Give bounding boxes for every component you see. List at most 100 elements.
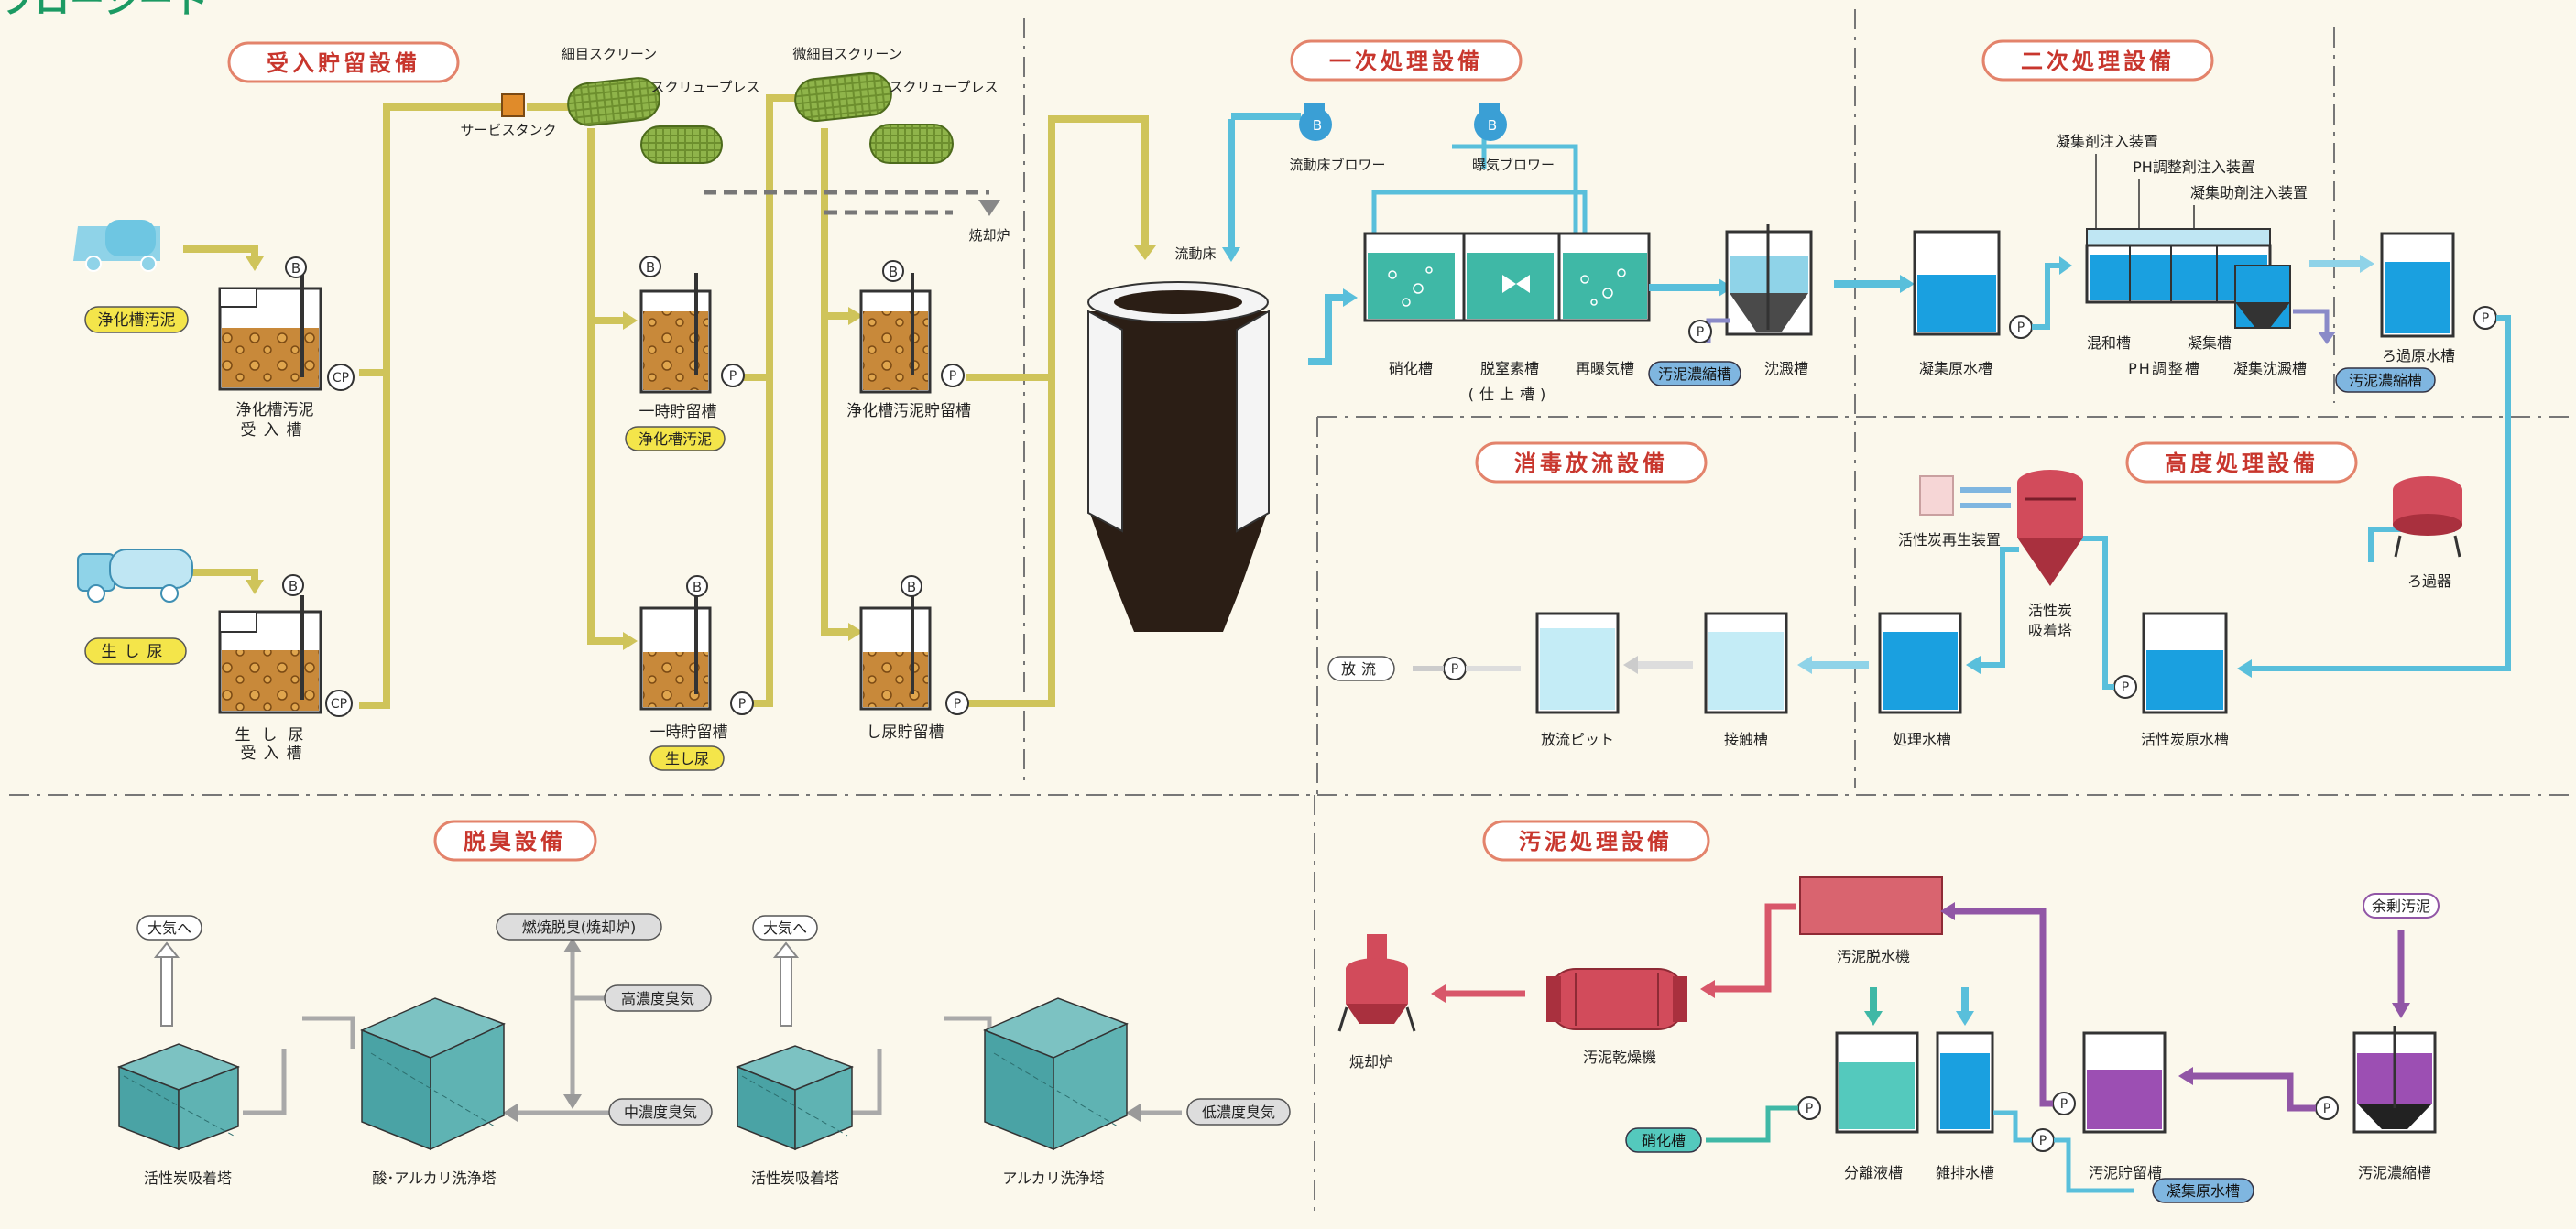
discharge-pit: [1537, 614, 1618, 712]
to-coag-raw-arrow: [1900, 275, 1915, 293]
contact-label: 接触槽: [1724, 731, 1768, 748]
to-treated-arrow: [1966, 656, 1981, 674]
to-carbon-tower-pipe: [2081, 538, 2114, 687]
blower-pipes: [1374, 119, 1585, 243]
svg-text:凝集原水槽: 凝集原水槽: [2167, 1182, 2240, 1200]
temp-tank-2-label: 一時貯留槽: [650, 723, 728, 742]
thickener-label: 汚泥濃縮槽: [2358, 1164, 2431, 1181]
svg-text:浄化槽汚泥: 浄化槽汚泥: [98, 311, 176, 330]
filter-raw-label: ろ過原水槽: [2382, 347, 2455, 364]
carbon-raw-label: 活性炭原水槽: [2141, 731, 2229, 748]
sludge-pipes: [359, 98, 1145, 705]
alkali-label: アルカリ洗浄塔: [1002, 1169, 1104, 1187]
svg-text:汚泥処理設備: 汚泥処理設備: [1519, 829, 1673, 854]
svg-text:P: P: [1451, 662, 1458, 677]
dewater-label: 汚泥脱水機: [1837, 948, 1910, 965]
coag-raw-tag: 凝集原水槽: [2153, 1179, 2254, 1202]
high-odor-tag: 高濃度臭気: [605, 985, 711, 1011]
finishing-label: (仕上槽): [1468, 386, 1552, 403]
carbon-tower-2-label: 活性炭吸着塔: [751, 1169, 839, 1187]
misc-drain-out: [1993, 1113, 2032, 1140]
svg-text:P: P: [738, 697, 746, 712]
truck-arrow-2: [192, 572, 255, 582]
septic-storage-label: 浄化槽汚泥貯留槽: [846, 402, 971, 420]
discharge-tag: 放流: [1328, 657, 1394, 680]
dewater-to-dryer-arrow: [1700, 980, 1715, 998]
to-air-tag-1: 大気へ: [137, 916, 202, 940]
svg-text:P: P: [1697, 325, 1704, 340]
temp-tank-1-tag: 浄化槽汚泥: [626, 427, 725, 451]
aeration-blower-label: 曝気ブロワー: [1472, 157, 1555, 173]
filter-label: ろ過器: [2407, 572, 2451, 590]
temp-tank-1: [641, 273, 710, 392]
secondary-sludge-thick-tag: 汚泥濃縮槽: [2336, 368, 2435, 392]
to-contact-arrow: [1797, 656, 1812, 674]
low-odor-tag: 低濃度臭気: [1187, 1099, 1290, 1125]
svg-text:B: B: [907, 579, 916, 595]
svg-text:B: B: [693, 579, 702, 595]
svg-text:P: P: [729, 369, 737, 384]
coarse-screen-label: 細目スクリーン: [562, 46, 657, 62]
svg-text:CP: CP: [331, 697, 347, 712]
svg-text:高濃度臭気: 高濃度臭気: [621, 990, 694, 1007]
carbon-raw-tank: [2144, 614, 2226, 712]
misc-drain-label: 雑排水槽: [1936, 1164, 1994, 1181]
night-receive-tank: [220, 595, 321, 712]
thickener-to-storage-pipe: [2189, 1076, 2316, 1108]
contact-tank: [1706, 614, 1786, 712]
treated-tank: [1880, 614, 1960, 712]
thickener-tank: [2354, 1026, 2435, 1132]
alkali-tower: [985, 998, 1127, 1149]
treated-label: 処理水槽: [1893, 731, 1951, 748]
svg-text:P: P: [2060, 1097, 2068, 1112]
fluid-blower-label: 流動床ブロワー: [1289, 157, 1385, 173]
fluid-bed-arrow: [1222, 247, 1240, 262]
truck-arrow-1: [183, 249, 255, 258]
carbon-tower-1-label: 活性炭吸着塔: [144, 1169, 232, 1187]
separated-to-nitrification: [1706, 1108, 1798, 1140]
to-carbon-raw-arrow: [2237, 659, 2252, 678]
carbon-tower: [2017, 470, 2083, 586]
septic-receive-label-1: 浄化槽汚泥: [236, 401, 314, 419]
svg-text:汚泥濃縮槽: 汚泥濃縮槽: [1658, 365, 1731, 383]
dryer-label: 汚泥乾燥機: [1583, 1049, 1656, 1066]
to-nitrification-arrow: [1343, 288, 1358, 307]
svg-text:B: B: [1313, 117, 1322, 134]
filter-raw-tank: [2382, 234, 2453, 336]
svg-text:CP: CP: [333, 371, 349, 386]
night-storage-tank: [861, 592, 930, 709]
night-storage-label: し尿貯留槽: [867, 723, 944, 742]
svg-text:生し尿: 生し尿: [665, 750, 709, 767]
svg-text:受入貯留設備: 受入貯留設備: [267, 50, 420, 76]
carbon-tower-label-2: 吸着塔: [2028, 622, 2072, 639]
svg-text:硝化槽: 硝化槽: [1642, 1132, 1686, 1149]
aeration-tanks: [1365, 234, 1649, 321]
to-discharge-pit-arrow: [1623, 656, 1638, 674]
fine-screen-label: 微細目スクリーン: [792, 46, 901, 62]
nitrification-label: 硝化槽: [1389, 360, 1433, 377]
thickener-to-storage-arrow: [2178, 1067, 2193, 1085]
carbon-regen-label: 活性炭再生装置: [1898, 531, 2001, 549]
temp-tank-2: [641, 592, 710, 709]
to-mixing-arrow: [2059, 256, 2072, 275]
septic-storage-tank: [861, 273, 930, 392]
carbon-regen: [1920, 476, 2011, 515]
incinerator-label: 焼却炉: [968, 227, 1010, 244]
svg-text:一次処理設備: 一次処理設備: [1329, 49, 1483, 74]
nitrification-tag: 硝化槽: [1626, 1128, 1701, 1152]
section-label-receiving: 受入貯留設備: [229, 43, 458, 82]
septic-receive-tank: [220, 271, 321, 389]
aeration-blower: B: [1474, 103, 1507, 141]
coag-raw-label: 凝集原水槽: [1919, 360, 1992, 377]
incinerator-arrow: [978, 200, 1000, 216]
acid-alkali-label: 酸･アルカリ洗浄塔: [372, 1169, 496, 1187]
sand-filter: [2393, 476, 2462, 557]
settling-label: 沈澱槽: [1764, 360, 1808, 377]
svg-text:P: P: [2039, 1134, 2047, 1148]
tag-septic-sludge: 浄化槽汚泥: [85, 307, 188, 332]
dewater-machine: [1800, 877, 1942, 934]
night-receive-label-2: 受入槽: [241, 745, 310, 763]
to-separated-arrow: [1864, 1011, 1883, 1026]
